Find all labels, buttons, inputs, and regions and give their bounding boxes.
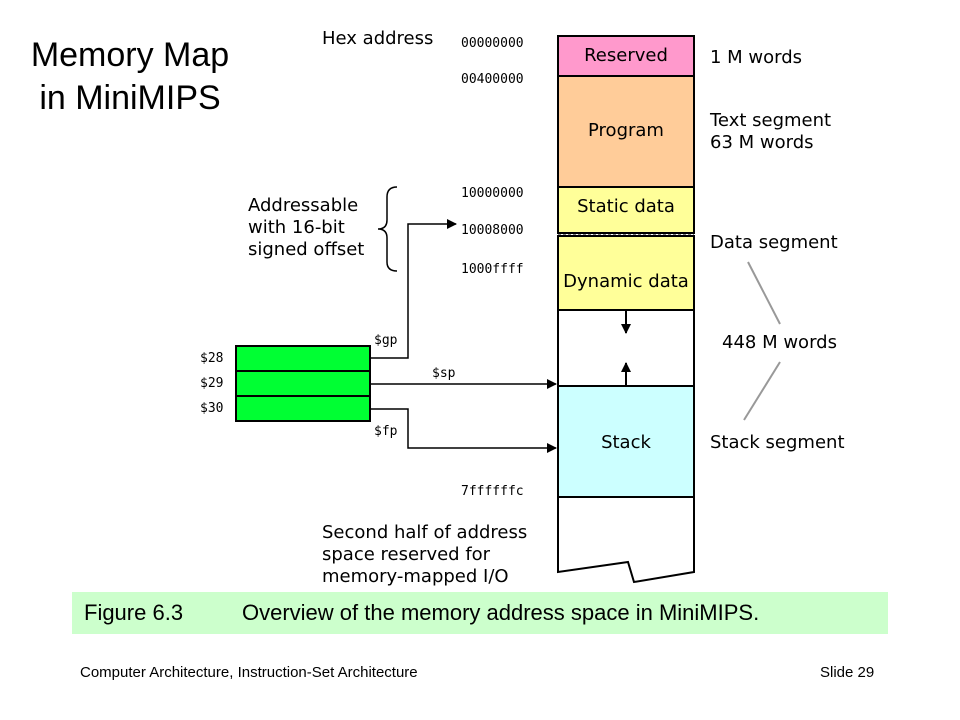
figure-caption: Figure 6.3 Overview of the memory addres… (72, 592, 888, 634)
segment-label-dynamic-data: Dynamic data (563, 271, 689, 292)
segment-stack (557, 385, 695, 498)
segment-program (557, 75, 695, 188)
io-note-line3: memory-mapped I/O (322, 566, 509, 587)
io-note-line2: space reserved for (322, 544, 491, 565)
addressable-note-line1: Addressable (248, 195, 359, 216)
footer-course-title: Computer Architecture, Instruction-Set A… (80, 664, 418, 681)
address-10008000: 10008000 (461, 223, 524, 238)
label-stack-segment: Stack segment (710, 432, 845, 453)
address-00000000: 00000000 (461, 36, 524, 51)
address-00400000: 00400000 (461, 72, 524, 87)
segment-label-reserved: Reserved (584, 45, 668, 66)
label-data-segment: Data segment (710, 232, 838, 253)
register-label-28: $28 (200, 351, 224, 366)
pointer-label-gp: $gp (374, 333, 398, 348)
address-7ffffffc: 7ffffffc (461, 484, 524, 499)
figure-caption-text: Overview of the memory address space in … (242, 600, 760, 625)
label-1m-words: 1 M words (710, 47, 803, 68)
register-label-30: $30 (200, 401, 224, 416)
register-box-28 (235, 345, 371, 372)
address-1000ffff: 1000ffff (461, 262, 524, 277)
register-box-29 (235, 370, 371, 397)
address-10000000: 10000000 (461, 186, 524, 201)
footer-slide-number: Slide 29 (820, 664, 875, 681)
io-region-outline (557, 487, 695, 584)
slide-title: Memory Map in MiniMIPS (30, 36, 230, 117)
pointer-label-sp: $sp (432, 366, 456, 381)
register-box-30 (235, 395, 371, 422)
label-63m-words: 63 M words (710, 132, 814, 153)
segment-label-program: Program (588, 120, 664, 141)
hex-address-header: Hex address (322, 28, 434, 49)
segment-dynamic-data (557, 235, 695, 311)
io-note-line1: Second half of address (322, 522, 528, 543)
segment-static-data (557, 186, 695, 234)
pointer-label-fp: $fp (374, 424, 398, 439)
register-label-29: $29 (200, 376, 224, 391)
addressable-brace (377, 186, 398, 272)
segment-label-stack: Stack (601, 432, 651, 453)
figure-number: Figure 6.3 (84, 600, 184, 625)
segment-label-static-data: Static data (577, 196, 675, 217)
addressable-note-line2: with 16-bit (248, 217, 345, 238)
label-448m-words: 448 M words (722, 332, 837, 353)
addressable-note-line3: signed offset (248, 239, 365, 260)
label-text-segment: Text segment (710, 110, 832, 131)
